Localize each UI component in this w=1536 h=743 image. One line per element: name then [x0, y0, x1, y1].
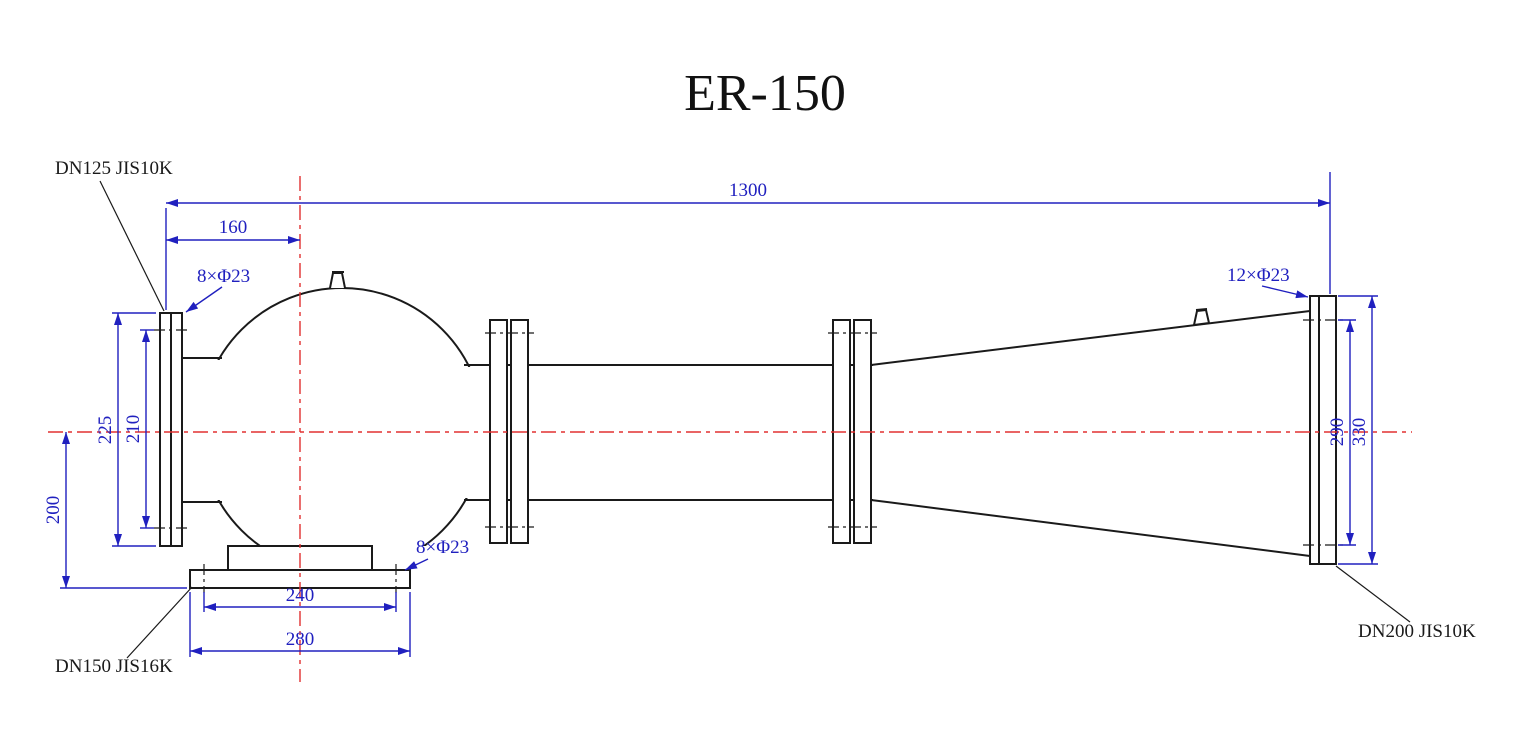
leader-line	[1261, 285, 1309, 299]
dim-nozzle-bolt-circle: 240	[203, 585, 397, 612]
dimension-value: 1300	[729, 180, 767, 201]
cone-vent-plug-cap	[1195, 308, 1208, 311]
diffuser-cone-top	[870, 310, 1311, 366]
flange-spec-label: DN125 JIS10K	[55, 158, 173, 179]
dim-overall-length: 1300	[165, 172, 1331, 310]
bolt-note: 8×Φ23	[197, 266, 250, 287]
dim-inlet-flange-height: 225	[95, 312, 156, 547]
dim-inlet-offset: 160	[166, 217, 300, 244]
dimension-value: 330	[1349, 418, 1370, 447]
leader-line	[126, 586, 193, 659]
flange-spec-label: DN200 JIS10K	[1358, 621, 1476, 642]
leader-line	[185, 286, 223, 313]
centerlines	[48, 176, 1412, 682]
outlet-flange	[1309, 295, 1337, 565]
label-outlet-flange: DN200 JIS10K	[1335, 565, 1476, 642]
dim-nozzle-drop: 200	[43, 432, 187, 589]
cone-vent-plug	[1192, 308, 1211, 327]
dim-outlet-bolt-circle: 290	[1327, 319, 1356, 546]
dimension-value: 160	[219, 217, 248, 238]
diffuser-cone-bottom	[870, 499, 1311, 557]
label-inlet-flange: DN125 JIS10K	[55, 158, 173, 312]
bolt-note: 12×Φ23	[1227, 265, 1290, 286]
body-geometry	[154, 271, 1343, 593]
dimension-value: 225	[95, 416, 116, 445]
flange-spec-label: DN150 JIS16K	[55, 656, 173, 677]
dim-inlet-bolt-circle: 210	[123, 329, 154, 529]
leader-line	[99, 180, 165, 312]
drawing-title: ER-150	[684, 65, 846, 122]
note-nozzle-bolts: 8×Φ23	[404, 537, 469, 571]
leader-line	[1335, 565, 1411, 623]
dimension-value: 280	[286, 629, 315, 650]
bolt-note: 8×Φ23	[416, 537, 469, 558]
dimension-value: 210	[123, 415, 144, 444]
dimension-value: 240	[286, 585, 315, 606]
dim-nozzle-flange-width: 280	[189, 592, 411, 657]
dimension-value: 200	[43, 496, 64, 525]
dim-outlet-flange-height: 330	[1338, 295, 1378, 565]
top-vent-plug	[329, 272, 346, 289]
inlet-opening-mask	[183, 360, 222, 500]
note-outlet-bolts: 12×Φ23	[1227, 265, 1309, 299]
note-inlet-bolts: 8×Φ23	[185, 266, 250, 313]
dimension-value: 290	[1327, 418, 1348, 447]
label-nozzle-flange: DN150 JIS16K	[55, 586, 193, 677]
leader-line	[404, 558, 429, 571]
sphere-chamber	[199, 287, 485, 573]
